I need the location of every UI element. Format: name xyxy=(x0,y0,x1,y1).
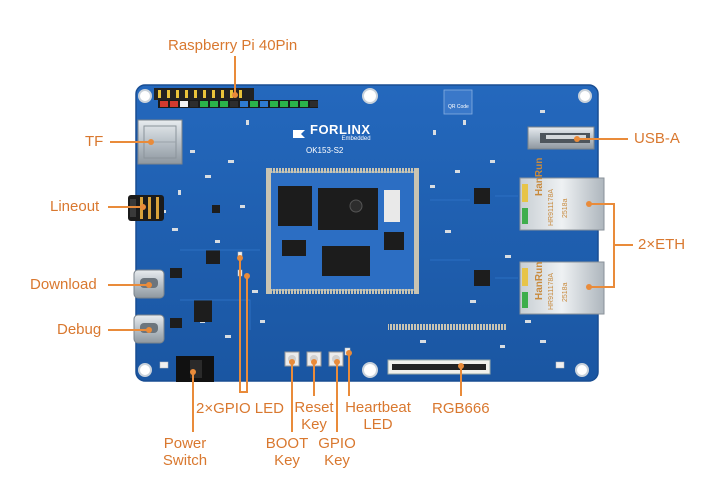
gpio-key-marker xyxy=(334,359,340,365)
rgb666-leader xyxy=(460,366,462,396)
label-reset-key-line2: Key xyxy=(301,416,327,433)
gpio-led-leader-1 xyxy=(239,258,241,392)
left-side-ics xyxy=(170,205,220,328)
label-power-switch-line2: Switch xyxy=(162,452,208,469)
label-debug: Debug xyxy=(57,321,102,338)
qr-code-pad xyxy=(443,89,473,115)
tf-leader xyxy=(110,141,150,143)
brand-logo: FORLINX Embedded xyxy=(292,122,371,143)
soc-chip xyxy=(318,188,378,230)
label-power-switch-line1: Power xyxy=(163,435,207,452)
label-gpio-key-line2: Key xyxy=(324,452,350,469)
pcb-traces xyxy=(180,195,518,330)
rgb666-marker xyxy=(458,363,464,369)
label-reset-key-line1: Reset xyxy=(294,399,334,416)
label-usb-a: USB-A xyxy=(634,130,680,147)
label-boot-key-line2: Key xyxy=(274,452,300,469)
label-boot-key: BOOT Key xyxy=(257,435,317,469)
gpio-40pin-header xyxy=(154,88,318,108)
eth-jack-2-brand: HanRun xyxy=(534,261,545,300)
emmc-chip xyxy=(278,186,312,226)
download-marker xyxy=(146,282,152,288)
label-2x-gpio-led: 2×GPIO LED xyxy=(196,400,284,417)
label-reset-key: Reset Key xyxy=(289,399,339,433)
boot-key-marker xyxy=(289,359,295,365)
boot-key-leader xyxy=(291,362,293,432)
brand-name: FORLINX xyxy=(310,122,371,137)
label-gpio-key-line1: GPIO xyxy=(318,435,356,452)
heartbeat-led-marker xyxy=(346,350,352,356)
label-heartbeat-led-line2: LED xyxy=(363,416,393,433)
power-switch-marker xyxy=(190,369,196,375)
label-download: Download xyxy=(30,276,97,293)
reset-key-leader xyxy=(313,362,315,396)
label-heartbeat-led-line1: Heartbeat xyxy=(345,399,411,416)
label-lineout: Lineout xyxy=(50,198,100,215)
gpio-key-leader xyxy=(336,362,338,432)
eth-marker-1 xyxy=(586,201,592,207)
smd-components xyxy=(160,110,561,348)
debug-marker xyxy=(146,327,152,333)
label-gpio-key: GPIO Key xyxy=(312,435,362,469)
gpio-led-leader-2 xyxy=(246,276,248,392)
eth-leader-bottom xyxy=(590,286,614,288)
brand-sub: Embedded xyxy=(341,136,371,142)
lineout-marker xyxy=(140,204,146,210)
raspberry-pi-marker xyxy=(232,92,238,98)
debug-leader xyxy=(108,329,148,331)
label-rgb666: RGB666 xyxy=(432,400,490,417)
raspberry-pi-leader xyxy=(234,56,236,94)
label-boot-key-line1: BOOT xyxy=(265,435,309,452)
eth-marker-2 xyxy=(586,284,592,290)
label-tf: TF xyxy=(85,133,104,150)
power-switch-leader xyxy=(192,372,194,432)
tf-marker xyxy=(148,139,154,145)
eth-jack-2-part: HR911178A xyxy=(548,272,555,310)
rgb666-fpc-connector xyxy=(387,324,506,375)
eth-leader-top xyxy=(590,203,614,205)
label-heartbeat-led: Heartbeat LED xyxy=(340,399,416,433)
gpio-led-marker-2 xyxy=(244,273,250,279)
forlinx-logo-icon xyxy=(293,129,305,138)
eth-jack-1-code: 2518a xyxy=(562,198,569,218)
gpio-led-marker-1 xyxy=(237,255,243,261)
eth-jack-2-code: 2518a xyxy=(562,282,569,302)
usb-a-leader xyxy=(578,138,628,140)
usb-a-marker xyxy=(574,136,580,142)
core-module xyxy=(266,168,419,294)
board-model: OK153-S2 xyxy=(306,146,344,155)
eth-magnetics xyxy=(474,188,490,286)
eth-jack-1-part: HR911178A xyxy=(548,188,555,226)
label-2x-eth: 2×ETH xyxy=(638,236,686,253)
eth-leader-out xyxy=(613,244,633,246)
reset-key-marker xyxy=(311,359,317,365)
heartbeat-led-leader xyxy=(348,354,350,396)
gpio-led-leader-join xyxy=(239,391,248,393)
eth-jack-1-brand: HanRun xyxy=(534,157,545,196)
qr-label: QR Code xyxy=(448,104,469,110)
ddr-chip xyxy=(322,246,370,276)
label-power-switch: Power Switch xyxy=(150,435,220,469)
lineout-jack xyxy=(128,195,164,221)
download-leader xyxy=(108,284,148,286)
label-raspberry-pi-40pin: Raspberry Pi 40Pin xyxy=(168,37,298,54)
mounting-holes xyxy=(138,88,592,378)
lineout-leader xyxy=(108,206,142,208)
